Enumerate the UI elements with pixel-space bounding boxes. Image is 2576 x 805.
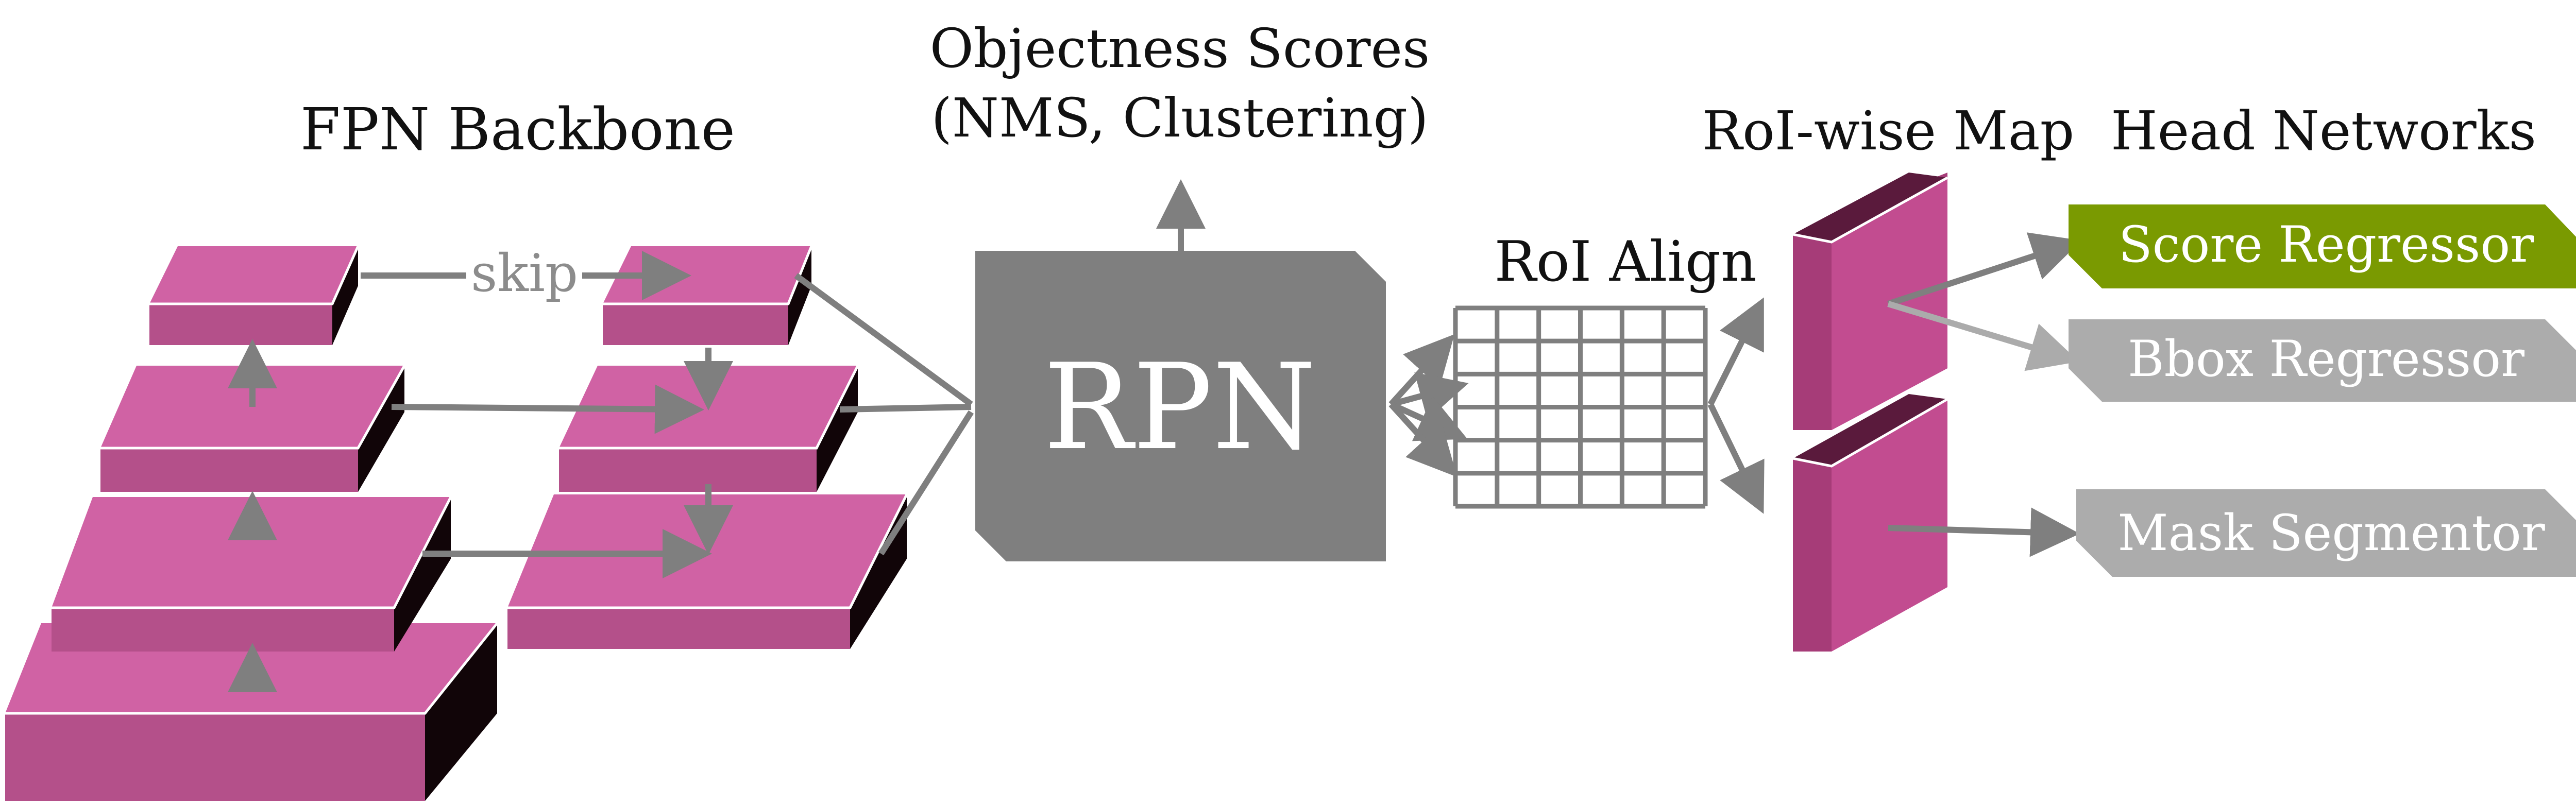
fpn-backbone-title: FPN Backbone <box>300 96 735 163</box>
fpn-arrows <box>228 251 974 692</box>
roi-wise-map-title: RoI-wise Map <box>1702 99 2074 162</box>
mask-segmentor-label: Mask Segmentor <box>2117 504 2545 562</box>
fpn-to-rpn-line-1 <box>794 273 973 407</box>
mask-segmentor-head: Mask Segmentor <box>2076 489 2576 577</box>
score-regressor-label: Score Regressor <box>2119 216 2534 273</box>
map-to-bbox-arrow <box>1887 301 2079 371</box>
rpn-label: RPN <box>1043 339 1316 476</box>
map-to-score-arrow <box>1887 232 2081 307</box>
head-networks-title: Head Networks <box>2111 99 2536 162</box>
score-regressor-head: Score Regressor <box>2069 204 2576 288</box>
fpn-to-rpn-line-3 <box>878 410 974 556</box>
fpn-top-down-layer-3 <box>603 246 813 345</box>
roi-map-upper <box>1792 173 1948 430</box>
map-to-mask-arrow <box>1888 507 2080 557</box>
skip-label: skip <box>471 243 578 303</box>
roi-align-title: RoI Align <box>1494 230 1756 294</box>
objectness-title-line1: Objectness Scores <box>930 17 1430 80</box>
fpn-bottom-up-layer-3 <box>100 365 406 492</box>
roi-to-map-arrows <box>1707 297 1765 514</box>
fpn-top-down-layer-2 <box>559 365 859 492</box>
fpn-top-down-layer-1 <box>507 493 908 649</box>
bbox-regressor-label: Bbox Regressor <box>2128 330 2524 388</box>
rpn-to-roi-arrows <box>1388 334 1469 477</box>
fpn-bottom-up-layer-4 <box>149 245 360 345</box>
fpn-bottom-up-layer-2 <box>52 496 452 652</box>
objectness-title-line2: (NMS, Clustering) <box>931 87 1428 149</box>
skip-label-backing <box>466 246 582 303</box>
fpn-to-rpn-line-2 <box>839 404 972 413</box>
roi-map-lower <box>1792 394 1948 652</box>
rpn-block <box>975 251 1386 561</box>
roi-align-grid <box>1453 305 1708 509</box>
bbox-regressor-head: Bbox Regressor <box>2069 319 2576 402</box>
lateral-arrow-middle <box>391 384 704 434</box>
